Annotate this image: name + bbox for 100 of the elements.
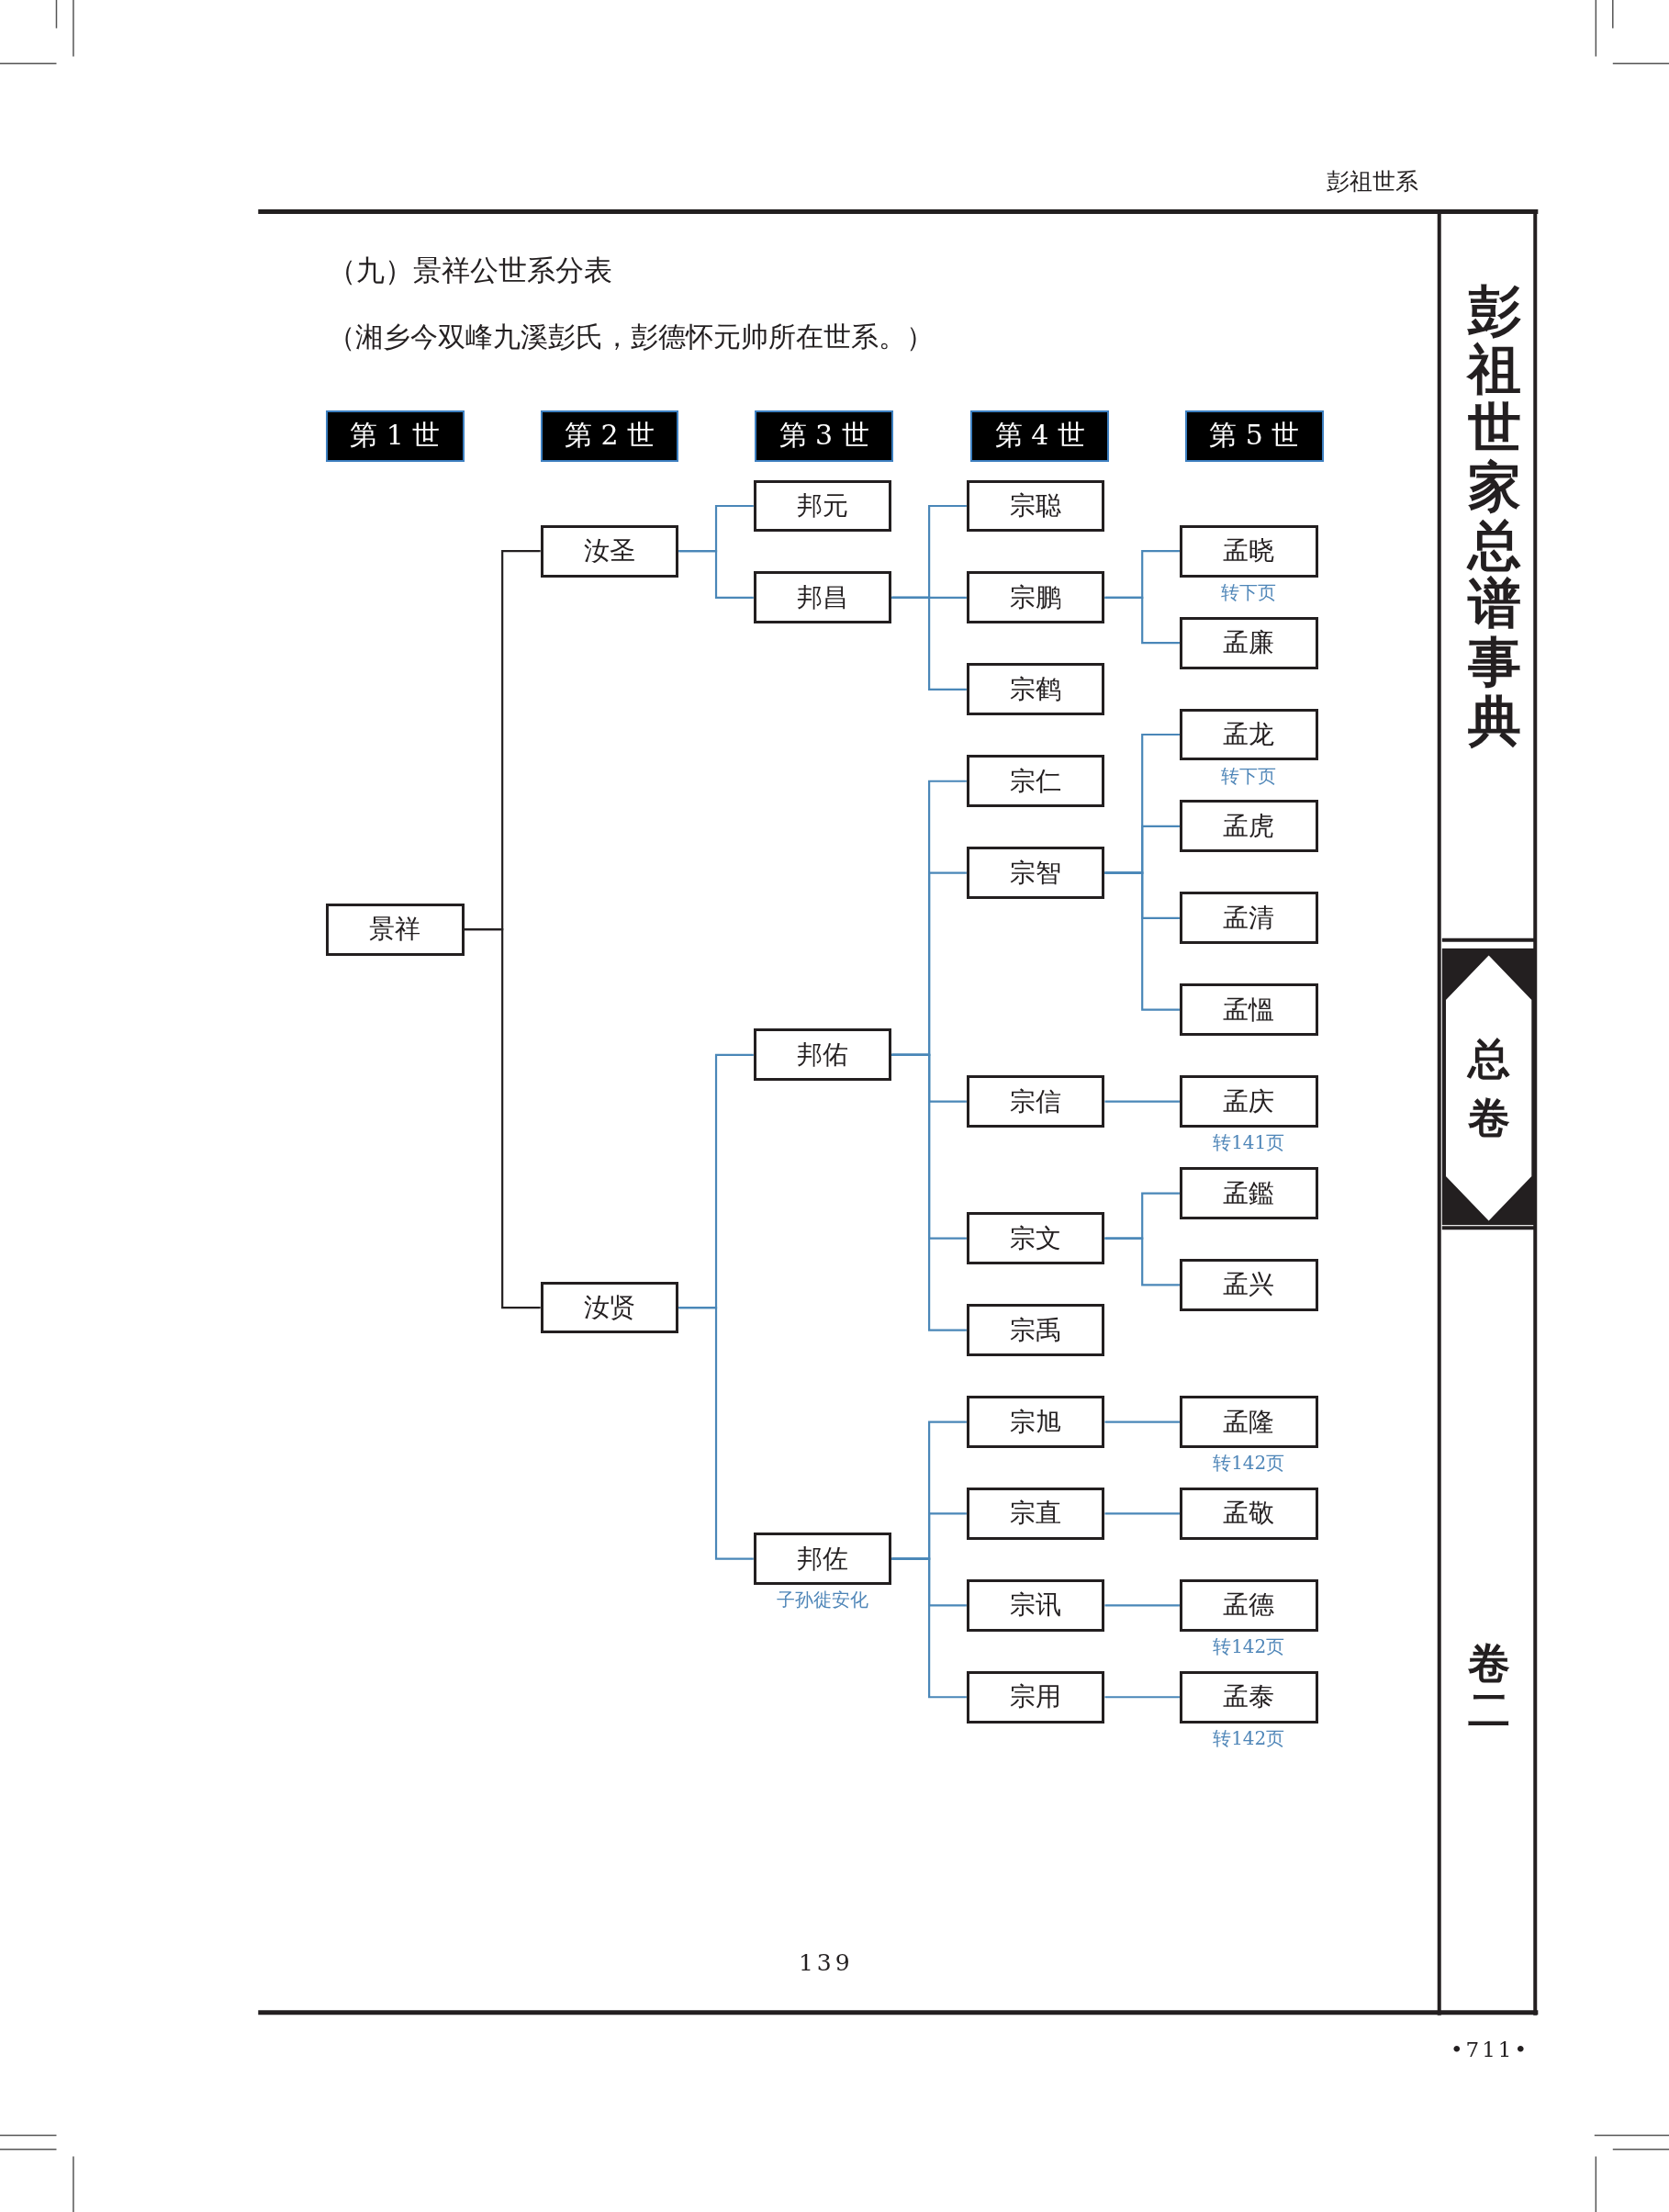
name-box (326, 903, 465, 956)
name-box (540, 1281, 679, 1334)
name-box (966, 1396, 1105, 1448)
person-name: 宗旭 (1010, 1405, 1062, 1439)
name-box (1179, 983, 1318, 1037)
person-name: 宗禹 (1010, 1313, 1062, 1347)
name-box (1179, 708, 1318, 761)
person-name: 孟庆 (1223, 1084, 1275, 1118)
person-name: 邦佐 (797, 1542, 849, 1576)
name-box (966, 571, 1105, 624)
name-box (753, 1533, 892, 1586)
person-name: 孟德 (1223, 1589, 1275, 1623)
subtitle: （湘乡今双峰九溪彭氏，彭德怀元帅所在世系。） (327, 320, 934, 355)
name-box (966, 755, 1105, 808)
connector-line (1104, 1696, 1180, 1699)
person-name: 宗鹏 (1010, 580, 1062, 614)
page-reference-note: 转142页 (1212, 1725, 1286, 1751)
connector-line (1104, 596, 1180, 645)
person-name: 孟鑑 (1223, 1176, 1275, 1210)
name-box (1179, 1075, 1318, 1128)
name-box (1179, 800, 1318, 853)
book-title: 彭祖世家总谱事典 (1468, 282, 1522, 751)
person-name: 孟龙 (1223, 718, 1275, 751)
name-box (1179, 616, 1318, 669)
name-box (753, 1028, 892, 1082)
person-name: 邦佑 (797, 1038, 849, 1072)
connector-line (891, 1053, 967, 1331)
table-title: （九）景祥公世系分表 (327, 252, 612, 288)
connector-line (1104, 1237, 1180, 1286)
header-text: 第 2 世 (564, 418, 655, 454)
running-header: 彭祖世系 (1326, 167, 1418, 197)
person-name: 宗聪 (1010, 489, 1062, 522)
connector-line (1104, 1604, 1180, 1607)
connector-line (891, 596, 967, 691)
name-box (1179, 1670, 1318, 1724)
person-name: 孟晓 (1223, 534, 1275, 568)
name-box (966, 1075, 1105, 1128)
person-name: 孟隆 (1223, 1405, 1275, 1439)
person-name: 宗讯 (1010, 1589, 1062, 1623)
name-box (1179, 892, 1318, 945)
generation-header (326, 410, 465, 462)
person-name: 孟廉 (1223, 626, 1275, 660)
header-text: 第 5 世 (1209, 418, 1300, 454)
connector-line (1104, 1420, 1180, 1423)
name-box (1179, 1167, 1318, 1219)
person-name: 宗信 (1010, 1084, 1062, 1118)
page-reference-note: 转142页 (1212, 1634, 1286, 1659)
name-box (966, 847, 1105, 900)
name-box (966, 1488, 1105, 1540)
name-box (966, 1578, 1105, 1632)
person-name: 孟兴 (1223, 1268, 1275, 1302)
name-box (966, 1304, 1105, 1357)
person-name: 孟清 (1223, 901, 1275, 935)
connector-line (891, 1557, 967, 1699)
volume-number: 卷二 (1468, 1640, 1511, 1734)
person-name: 邦昌 (797, 580, 849, 614)
name-box (1179, 1259, 1318, 1311)
page-number: 139 (798, 1948, 854, 1976)
person-name: 景祥 (369, 913, 421, 947)
person-name: 宗鹤 (1010, 672, 1062, 706)
page-reference-note: 转下页 (1220, 579, 1278, 605)
person-name: 宗直 (1010, 1497, 1062, 1531)
person-name: 邦元 (797, 489, 849, 522)
page-reference-note: 转下页 (1220, 763, 1278, 789)
page-reference-note: 转142页 (1212, 1451, 1286, 1477)
header-text: 第 3 世 (778, 418, 869, 454)
person-name: 宗智 (1010, 856, 1062, 890)
name-box (966, 1670, 1105, 1724)
generation-header (755, 410, 893, 462)
generation-header (540, 410, 679, 462)
name-box (1179, 1396, 1318, 1448)
person-name: 孟泰 (1223, 1680, 1275, 1714)
generation-header (1185, 410, 1324, 462)
person-name: 宗文 (1010, 1221, 1062, 1255)
connector-line (1104, 1100, 1180, 1103)
page-number: •711• (1451, 2038, 1530, 2062)
page-reference-note: 转141页 (1212, 1130, 1286, 1156)
connector-line (678, 550, 754, 599)
name-box (966, 1212, 1105, 1265)
name-box (540, 524, 679, 578)
connector-line (678, 1306, 754, 1560)
name-box (1179, 524, 1318, 578)
header-text: 第 4 世 (994, 418, 1085, 454)
person-name: 孟虎 (1223, 809, 1275, 843)
person-name: 汝圣 (583, 534, 635, 568)
name-box (1179, 1488, 1318, 1540)
connector-line (1104, 871, 1180, 1011)
name-box (1179, 1578, 1318, 1632)
name-box (966, 479, 1105, 533)
connector-line (464, 928, 541, 1309)
name-box (966, 663, 1105, 716)
name-box (753, 571, 892, 624)
volume-label: 总卷 (1467, 1032, 1510, 1144)
volume-hexagon (1444, 954, 1533, 1222)
person-name: 宗仁 (1010, 764, 1062, 798)
generation-header (970, 410, 1110, 462)
page-reference-note: 子孙徙安化 (776, 1588, 870, 1613)
person-name: 汝贤 (583, 1291, 635, 1324)
header-text: 第 1 世 (350, 418, 441, 454)
person-name: 孟慍 (1223, 993, 1275, 1027)
